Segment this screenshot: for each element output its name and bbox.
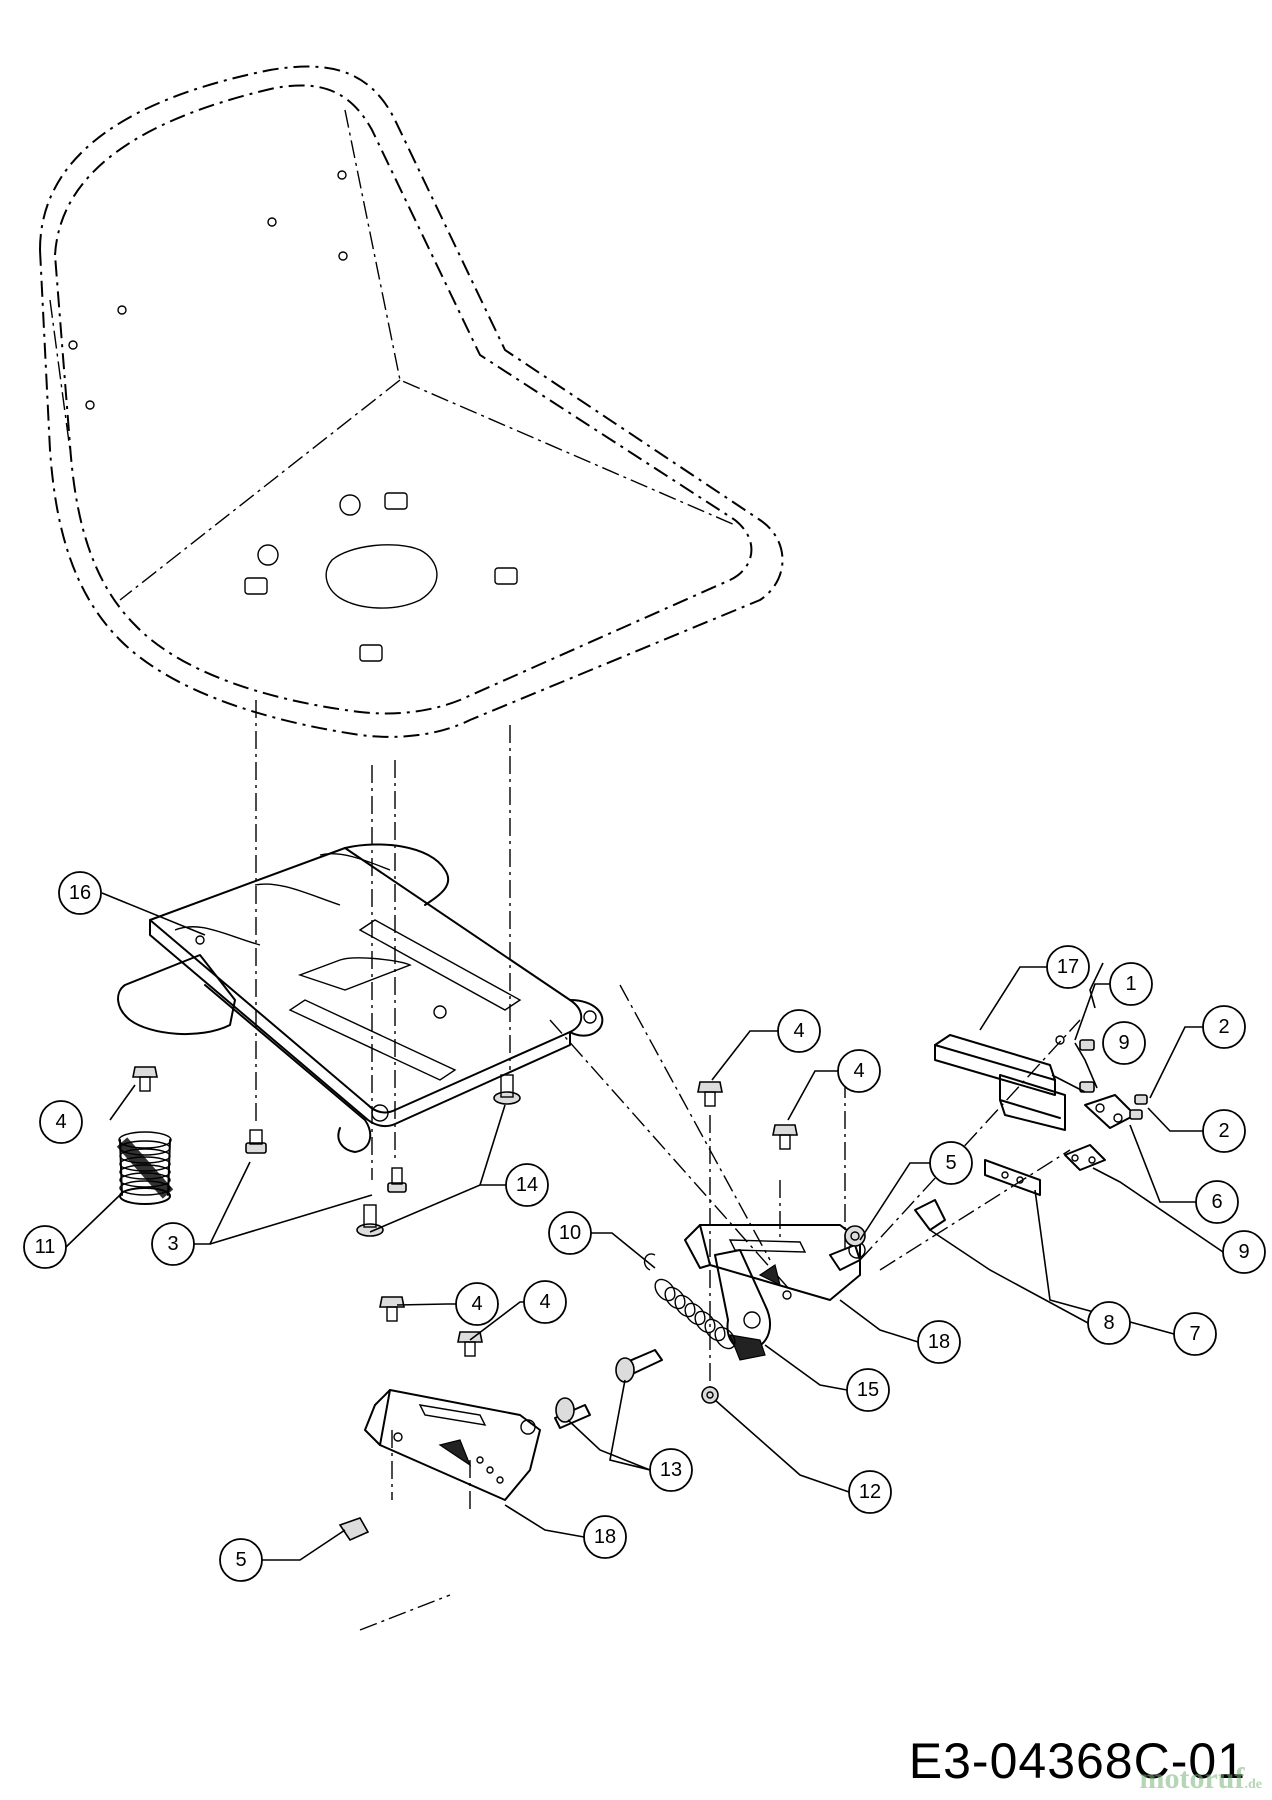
svg-text:8: 8	[1103, 1312, 1114, 1334]
svg-text:15: 15	[857, 1379, 879, 1401]
callout-15: 15	[846, 1368, 890, 1412]
callout-3: 3	[151, 1222, 195, 1266]
callout-11: 11	[23, 1225, 67, 1269]
svg-text:1: 1	[1125, 973, 1136, 995]
bolts	[132, 1066, 798, 1357]
callout-13: 13	[649, 1448, 693, 1492]
svg-text:4: 4	[793, 1020, 804, 1042]
callout-9: 9	[1222, 1230, 1266, 1274]
callout-4: 4	[39, 1100, 83, 1144]
svg-text:12: 12	[859, 1481, 881, 1503]
svg-text:10: 10	[559, 1222, 581, 1244]
svg-text:3: 3	[167, 1233, 178, 1255]
svg-text:6: 6	[1211, 1191, 1222, 1213]
callout-4: 4	[777, 1009, 821, 1053]
callout-4: 4	[523, 1280, 567, 1324]
svg-text:4: 4	[55, 1111, 66, 1133]
callout-6: 6	[1195, 1180, 1239, 1224]
callout-1: 1	[1109, 962, 1153, 1006]
svg-text:2: 2	[1218, 1016, 1229, 1038]
switch-parts	[914, 1039, 1148, 1231]
svg-text:14: 14	[516, 1174, 538, 1196]
svg-text:18: 18	[928, 1331, 950, 1353]
svg-text:4: 4	[853, 1060, 864, 1082]
seat	[38, 65, 784, 738]
spring-10	[643, 1253, 736, 1350]
spring-11	[116, 1131, 174, 1205]
callout-2: 2	[1202, 1005, 1246, 1049]
callout-10: 10	[548, 1211, 592, 1255]
svg-text:18: 18	[594, 1526, 616, 1548]
bracket-18-left	[364, 1389, 541, 1501]
bracket-18-right	[684, 1224, 866, 1301]
studs	[245, 1074, 521, 1237]
svg-text:9: 9	[1238, 1241, 1249, 1263]
callout-4: 4	[455, 1282, 499, 1326]
watermark-logo: motoruf.de	[1139, 1762, 1262, 1795]
seat-plate	[117, 843, 604, 1153]
callout-2: 2	[1202, 1109, 1246, 1153]
svg-text:9: 9	[1118, 1032, 1129, 1054]
callout-18: 18	[583, 1515, 627, 1559]
svg-text:5: 5	[945, 1152, 956, 1174]
callout-12: 12	[848, 1470, 892, 1514]
callout-18: 18	[917, 1320, 961, 1364]
svg-text:7: 7	[1189, 1323, 1200, 1345]
callout-5: 5	[929, 1141, 973, 1185]
nuts	[338, 1225, 866, 1542]
svg-text:4: 4	[539, 1291, 550, 1313]
bolts-13	[554, 1349, 663, 1429]
diagram-code: E3-04368C-01	[908, 1733, 1246, 1789]
lever-15	[714, 1249, 781, 1361]
cover-17	[934, 1034, 1066, 1131]
svg-text:11: 11	[35, 1236, 56, 1258]
callout-14: 14	[505, 1163, 549, 1207]
callout-4: 4	[837, 1049, 881, 1093]
callout-8: 8	[1087, 1301, 1131, 1345]
callout-17: 17	[1046, 945, 1090, 989]
svg-text:17: 17	[1057, 956, 1079, 978]
svg-text:2: 2	[1218, 1120, 1229, 1142]
callout-16: 16	[58, 871, 102, 915]
callout-5: 5	[219, 1538, 263, 1582]
leader-lines	[65, 892, 1224, 1561]
svg-text:4: 4	[471, 1293, 482, 1315]
svg-text:16: 16	[69, 882, 91, 904]
callout-9: 9	[1102, 1021, 1146, 1065]
svg-text:5: 5	[235, 1549, 246, 1571]
callout-7: 7	[1173, 1312, 1217, 1356]
svg-text:13: 13	[660, 1459, 682, 1481]
